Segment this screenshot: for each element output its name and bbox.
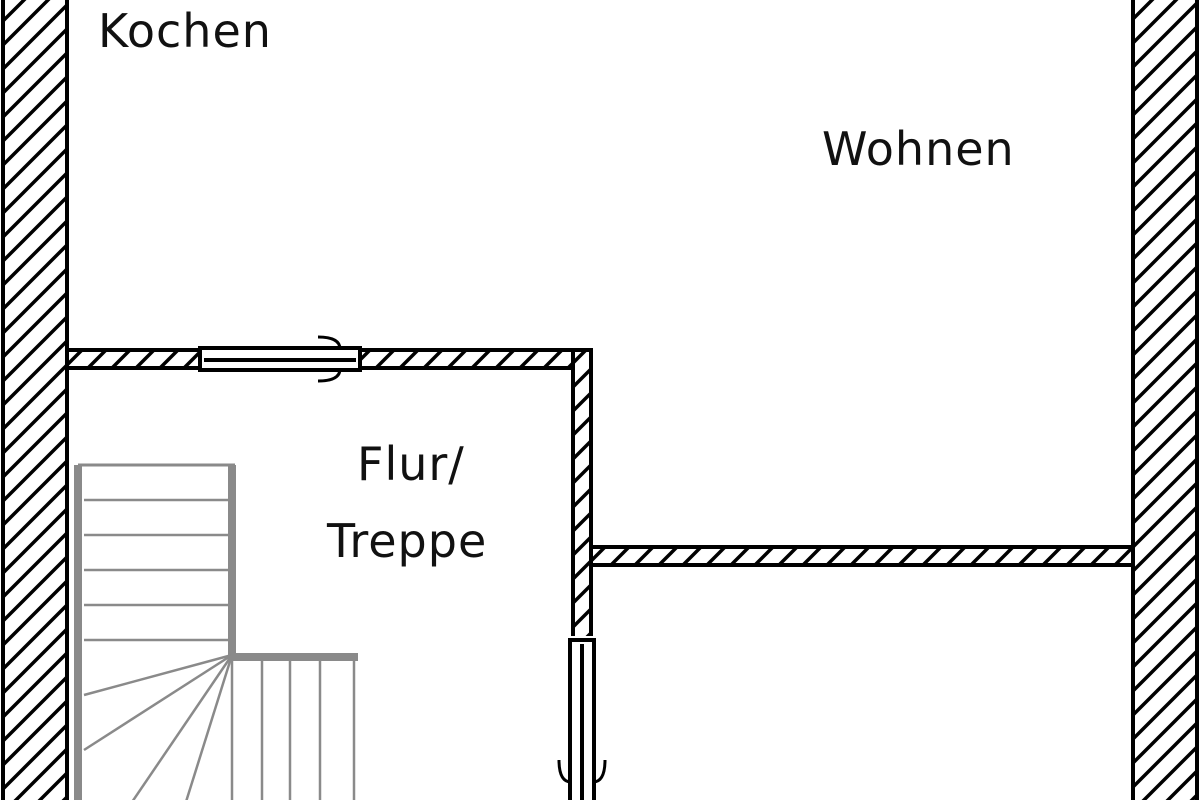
room-label-hall-line1: Flur/ xyxy=(357,437,465,491)
door-icon xyxy=(557,636,607,800)
room-label-kitchen: Kochen xyxy=(98,4,272,58)
sliding-door-icon xyxy=(198,335,362,383)
staircase-icon xyxy=(74,463,358,800)
wall-left xyxy=(1,0,69,800)
wall-right xyxy=(1131,0,1199,800)
room-label-hall-line2: Treppe xyxy=(326,514,487,568)
wall-living-bottom xyxy=(589,545,1135,567)
room-label-living: Wohnen xyxy=(822,122,1015,176)
